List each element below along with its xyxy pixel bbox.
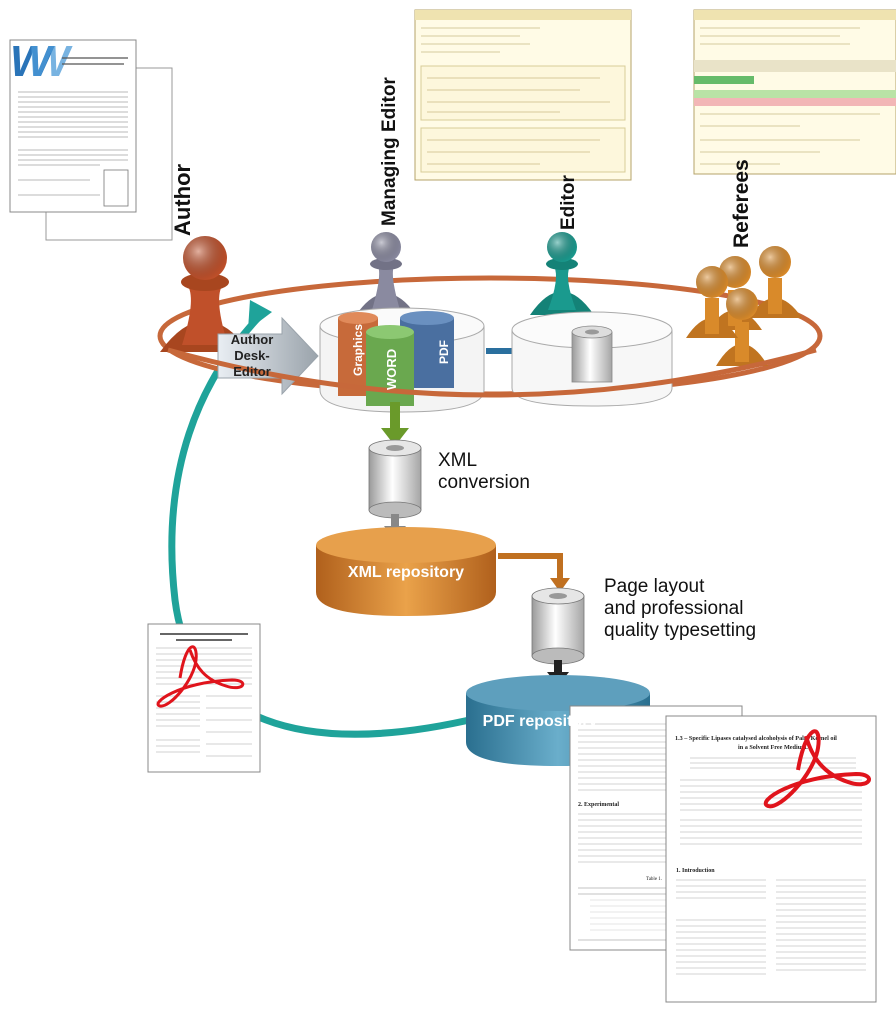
- page-layout-roll: [531, 587, 585, 665]
- xml-conversion-label-line1: XML: [438, 450, 477, 471]
- acrobat-logo-icon: [763, 729, 871, 809]
- xml-repo-to-layout-arrow: [498, 553, 570, 592]
- managing-editor-pawn: [356, 232, 416, 315]
- feedback-loop-arrow: [168, 314, 482, 738]
- submission-tank: [319, 307, 485, 413]
- xml-repository: [316, 527, 496, 616]
- word-logo-icon-shadow: W: [28, 37, 73, 86]
- article-title-line2: in a Solvent Free Medium.: [738, 744, 808, 751]
- article-experimental-heading: 2. Experimental: [578, 802, 619, 808]
- word-logo-icon: W: [10, 37, 55, 86]
- workflow-ring-front: [167, 347, 817, 398]
- desk-editor-label-line3: Editor: [233, 364, 271, 379]
- published-article-thumbnail: [147, 623, 261, 773]
- author-desk-editor-arrow: [217, 316, 319, 396]
- desk-editor-label-line1: Author: [231, 332, 274, 347]
- referee-screenshot: [693, 9, 896, 175]
- page-layout-label-line1: Page layout: [604, 576, 705, 597]
- page-layout-label-line2: and professional: [604, 598, 743, 619]
- graphics-label: Graphics: [351, 324, 365, 376]
- article-table-caption: Table 1.: [646, 877, 662, 882]
- xml-conversion-label-line2: conversion: [438, 472, 530, 493]
- editor-label: Editor: [558, 175, 579, 230]
- author-pawn: [160, 236, 250, 352]
- tank-to-xml-arrow: [381, 402, 409, 446]
- word-label: WORD: [384, 349, 399, 390]
- article-intro-heading: 1. Introduction: [676, 868, 715, 874]
- published-article-page: 2. Experimental Table 1. 1.3 – Specific …: [569, 705, 877, 1003]
- feedback-loop-arrowhead: [248, 300, 272, 330]
- article-title-line1: 1.3 – Specific Lipases catalysed alcohol…: [675, 735, 837, 742]
- author-label: Author: [170, 163, 195, 236]
- author-document-stack: W W: [9, 37, 173, 241]
- page-layout-label-line3: quality typesetting: [604, 620, 756, 641]
- author-doc-lines: [18, 91, 128, 196]
- referees-label: Referees: [730, 159, 753, 248]
- managing-editor-screenshot: [414, 9, 632, 181]
- acrobat-logo-icon-small: [156, 645, 245, 708]
- author-doc-table: [103, 169, 129, 207]
- editor-pawn: [530, 232, 594, 315]
- pdf-label: PDF: [437, 340, 451, 364]
- xml-repository-label: XML repository: [348, 564, 464, 581]
- desk-editor-label-line2: Desk-: [234, 348, 269, 363]
- xml-conversion-roll: [368, 439, 422, 519]
- pdf-repository-label: PDF repository: [483, 713, 598, 730]
- managing-editor-label: Managing Editor: [379, 77, 400, 226]
- referees-pawns: [686, 246, 802, 366]
